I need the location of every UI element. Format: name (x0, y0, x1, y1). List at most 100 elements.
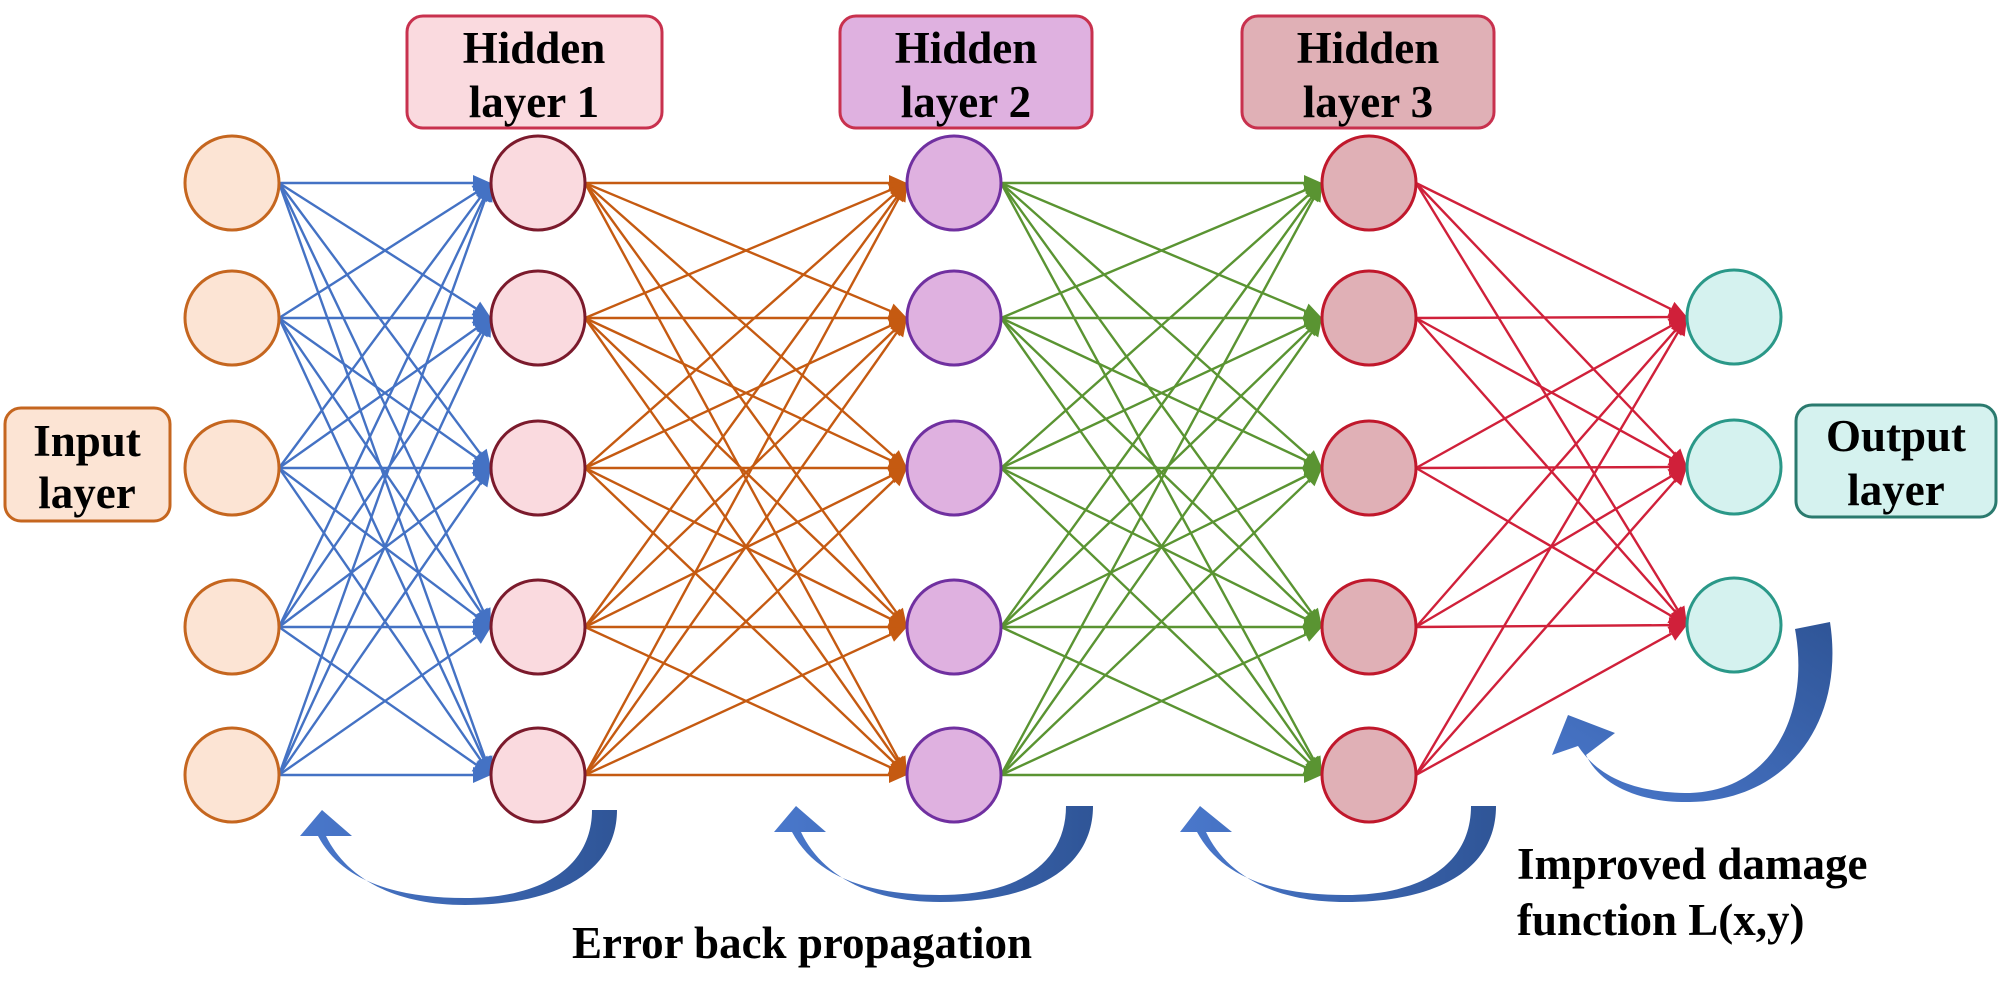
edge-input-2-to-hidden1-1 (278, 191, 477, 320)
edge-hidden2-5-to-hidden3-1 (999, 198, 1315, 776)
output-node-3 (1685, 576, 1783, 674)
edge-input-5-to-hidden1-1 (277, 199, 487, 776)
edge-hidden3-1-to-output-1 (1415, 181, 1672, 311)
edge-hidden2-2-to-hidden3-5 (1000, 317, 1313, 761)
edge-hidden1-5-to-hidden2-2 (584, 332, 898, 776)
edge-hidden2-5-to-hidden3-3 (1000, 479, 1310, 776)
output-layer-label-box: Output layer (1794, 403, 1998, 519)
arrowhead-icon (887, 627, 907, 642)
arrowhead-icon (1306, 183, 1322, 203)
arrowhead-icon (477, 183, 493, 203)
edge-hidden2-1-to-hidden3-2 (1000, 181, 1306, 313)
curved-arrow-icon (300, 810, 617, 905)
edge-hidden3-3-to-output-1 (1415, 324, 1672, 470)
hidden-layer-2-label-line1: Hidden (895, 23, 1038, 73)
arrowhead-icon (473, 767, 491, 783)
edge-hidden2-3-to-hidden3-4 (1000, 466, 1307, 621)
edge-hidden2-3-to-hidden3-5 (1000, 467, 1310, 764)
input-node-4 (183, 578, 281, 676)
edge-hidden2-4-to-hidden3-1 (1000, 196, 1313, 628)
nodes-layer (183, 134, 1783, 824)
hidden-layer-2-label-line2: layer 2 (901, 77, 1031, 127)
edge-hidden1-3-to-hidden2-5 (584, 467, 895, 764)
arrowheads-layer (471, 175, 1687, 783)
edge-hidden2-2-to-hidden3-4 (1000, 317, 1310, 616)
curved-arrow-icon (1552, 622, 1833, 803)
arrowhead-icon (474, 468, 491, 488)
arrowhead-icon (1305, 318, 1322, 338)
edge-hidden2-4-to-hidden3-5 (1000, 625, 1307, 769)
edge-hidden3-3-to-output-2 (1415, 465, 1670, 470)
edge-hidden1-1-to-hidden2-5 (583, 182, 900, 760)
edge-hidden1-5-to-hidden2-1 (583, 198, 900, 776)
hidden-layer-1-label-box: Hidden layer 1 (405, 14, 664, 130)
edge-hidden1-2-to-hidden2-1 (584, 188, 891, 320)
connections-layer (277, 181, 1679, 777)
hidden3-node-5 (1320, 726, 1418, 824)
edge-hidden3-5-to-output-2 (1415, 479, 1677, 776)
arrowhead-icon (1667, 625, 1687, 641)
hidden-layer-3-label-line1: Hidden (1297, 23, 1440, 73)
edge-input-4-to-hidden1-5 (278, 626, 477, 766)
arrowhead-icon (1302, 627, 1322, 642)
edge-input-3-to-hidden1-4 (278, 467, 478, 618)
edge-hidden1-3-to-hidden2-1 (584, 194, 895, 469)
back-propagation-arrow-2 (774, 806, 1093, 902)
edge-input-2-to-hidden1-3 (278, 317, 477, 459)
edge-hidden1-3-to-hidden2-4 (584, 466, 892, 621)
edge-input-2-to-hidden1-5 (277, 317, 485, 760)
arrowhead-icon (889, 767, 907, 783)
loss-function-caption-line1: Improved damage (1517, 839, 1867, 889)
edge-hidden3-5-to-output-1 (1414, 331, 1679, 776)
arrowhead-icon (888, 468, 907, 487)
hidden2-node-3 (905, 419, 1003, 517)
output-node-2 (1685, 418, 1783, 516)
hidden2-node-4 (905, 578, 1003, 676)
edge-hidden1-1-to-hidden2-4 (584, 182, 898, 614)
edge-input-4-to-hidden1-2 (278, 332, 482, 628)
hidden1-node-3 (489, 419, 587, 517)
edge-input-5-to-hidden1-4 (278, 636, 477, 776)
loss-function-caption-line2: function L(x,y) (1517, 895, 1805, 945)
edge-hidden3-2-to-output-2 (1415, 316, 1672, 460)
edge-input-1-to-hidden1-2 (278, 181, 477, 310)
hidden3-node-2 (1320, 269, 1418, 367)
edge-input-4-to-hidden1-1 (277, 198, 485, 628)
hidden3-node-3 (1320, 419, 1418, 517)
edge-input-3-to-hidden1-5 (278, 467, 482, 761)
edge-hidden3-3-to-output-3 (1415, 466, 1673, 618)
arrowhead-icon (1304, 767, 1322, 783)
hidden1-node-4 (489, 578, 587, 676)
edge-hidden1-4-to-hidden2-3 (584, 474, 892, 629)
hidden3-node-4 (1320, 578, 1418, 676)
edge-hidden2-2-to-hidden3-3 (1000, 316, 1307, 462)
edge-hidden3-4-to-output-1 (1415, 329, 1677, 628)
edge-hidden3-4-to-output-3 (1415, 623, 1670, 629)
hidden-layer-1-label-line1: Hidden (463, 23, 606, 73)
edge-input-5-to-hidden1-2 (277, 333, 485, 776)
edge-input-5-to-hidden1-3 (278, 482, 482, 776)
edge-hidden2-3-to-hidden3-1 (1000, 194, 1310, 469)
edge-hidden2-5-to-hidden3-4 (1000, 633, 1307, 777)
input-layer-label-box: Input layer (3, 406, 172, 523)
input-layer-label-line1: Input (33, 416, 141, 466)
edge-input-4-to-hidden1-3 (278, 477, 478, 628)
edge-hidden1-4-to-hidden2-5 (584, 625, 892, 769)
hidden-layer-1-label-line2: layer 1 (469, 77, 599, 127)
hidden1-node-1 (489, 134, 587, 232)
edge-hidden3-4-to-output-2 (1415, 475, 1673, 629)
edge-hidden1-2-to-hidden2-5 (584, 317, 898, 761)
back-propagation-arrow-3 (1180, 806, 1496, 902)
output-layer-label-line2: layer (1847, 465, 1944, 515)
edge-hidden2-1-to-hidden3-4 (1000, 182, 1313, 614)
input-node-5 (183, 726, 281, 824)
edge-hidden1-2-to-hidden2-3 (584, 316, 892, 462)
arrowhead-icon (1303, 468, 1322, 487)
loss-function-feedback-arrow (1552, 622, 1833, 803)
hidden2-node-1 (905, 134, 1003, 232)
input-node-2 (183, 269, 281, 367)
edge-hidden2-2-to-hidden3-1 (1000, 188, 1306, 320)
arrowhead-icon (471, 627, 491, 644)
edge-hidden3-5-to-output-3 (1415, 632, 1672, 777)
